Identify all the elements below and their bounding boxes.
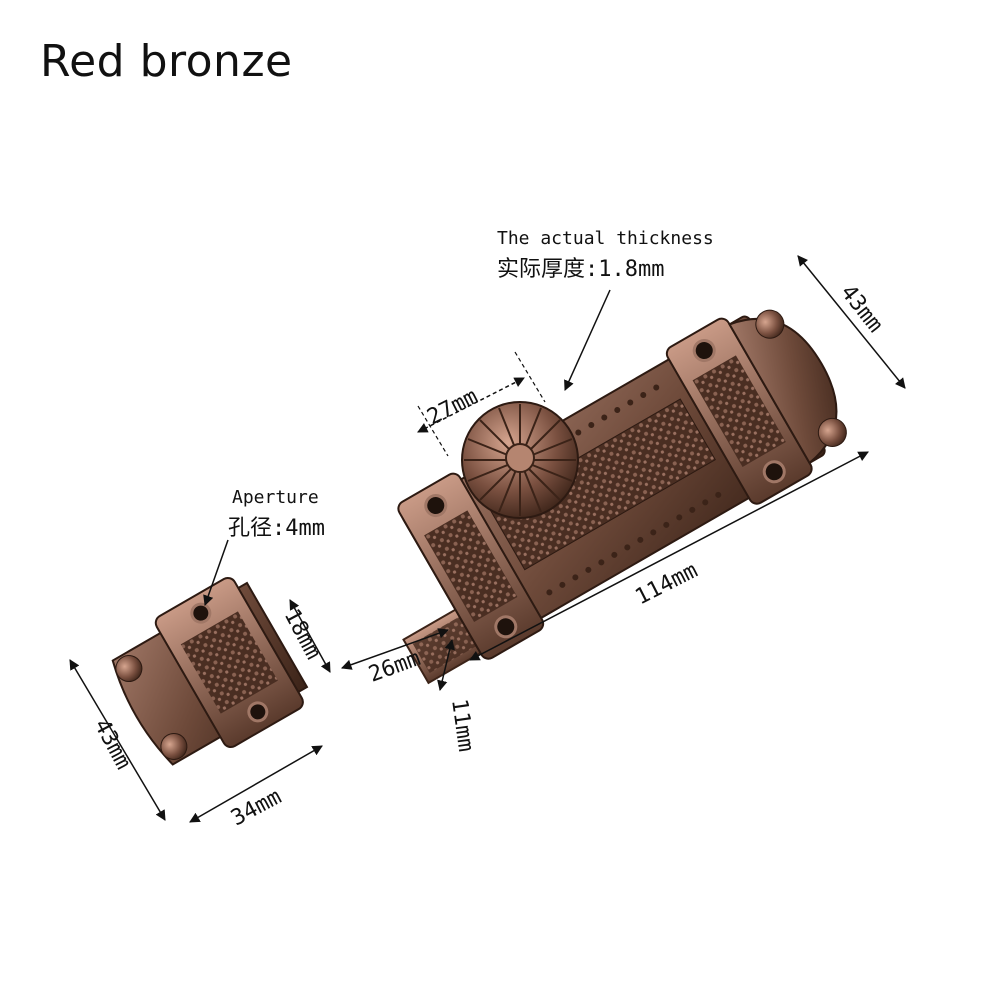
screw-hole xyxy=(247,701,269,723)
dim-line-bolt-extension xyxy=(341,628,449,670)
dim-line-keeper-width xyxy=(189,745,323,823)
dim-line-knob-width xyxy=(417,377,525,433)
dim-bolt-length: 114mm xyxy=(631,558,701,610)
screw-hole xyxy=(424,494,448,518)
aperture-label-cn: 孔径:4mm xyxy=(228,516,325,541)
dim-keeper-height: 43mm xyxy=(89,715,136,774)
aperture-label-en: Aperture xyxy=(232,487,319,508)
screw-hole xyxy=(692,339,716,363)
dim-bolt-extension: 26mm xyxy=(366,646,424,688)
dim-keeper-width: 34mm xyxy=(227,784,286,831)
screw-hole xyxy=(190,602,212,624)
page-title: Red bronze xyxy=(40,36,293,87)
dim-line-keeper-height xyxy=(69,659,166,821)
thickness-label-cn: 实际厚度:1.8mm xyxy=(497,257,664,282)
bolt-latch xyxy=(397,309,847,685)
knob xyxy=(461,401,579,519)
dim-plate-height: 43mm xyxy=(835,280,887,337)
dim-line-bolt-depth xyxy=(437,638,455,692)
thickness-label-en: The actual thickness xyxy=(497,228,714,249)
dim-knob-width: 27mm xyxy=(423,384,482,430)
dim-bolt-depth: 11mm xyxy=(446,697,478,753)
dim-extension xyxy=(514,351,546,403)
dim-line-plate-height xyxy=(797,255,906,389)
dim-extension xyxy=(417,405,449,457)
thickness-pointer xyxy=(564,289,611,391)
dim-line-bolt-width xyxy=(289,599,331,673)
dim-line-bolt-length xyxy=(469,451,869,661)
aperture-pointer xyxy=(203,539,229,606)
